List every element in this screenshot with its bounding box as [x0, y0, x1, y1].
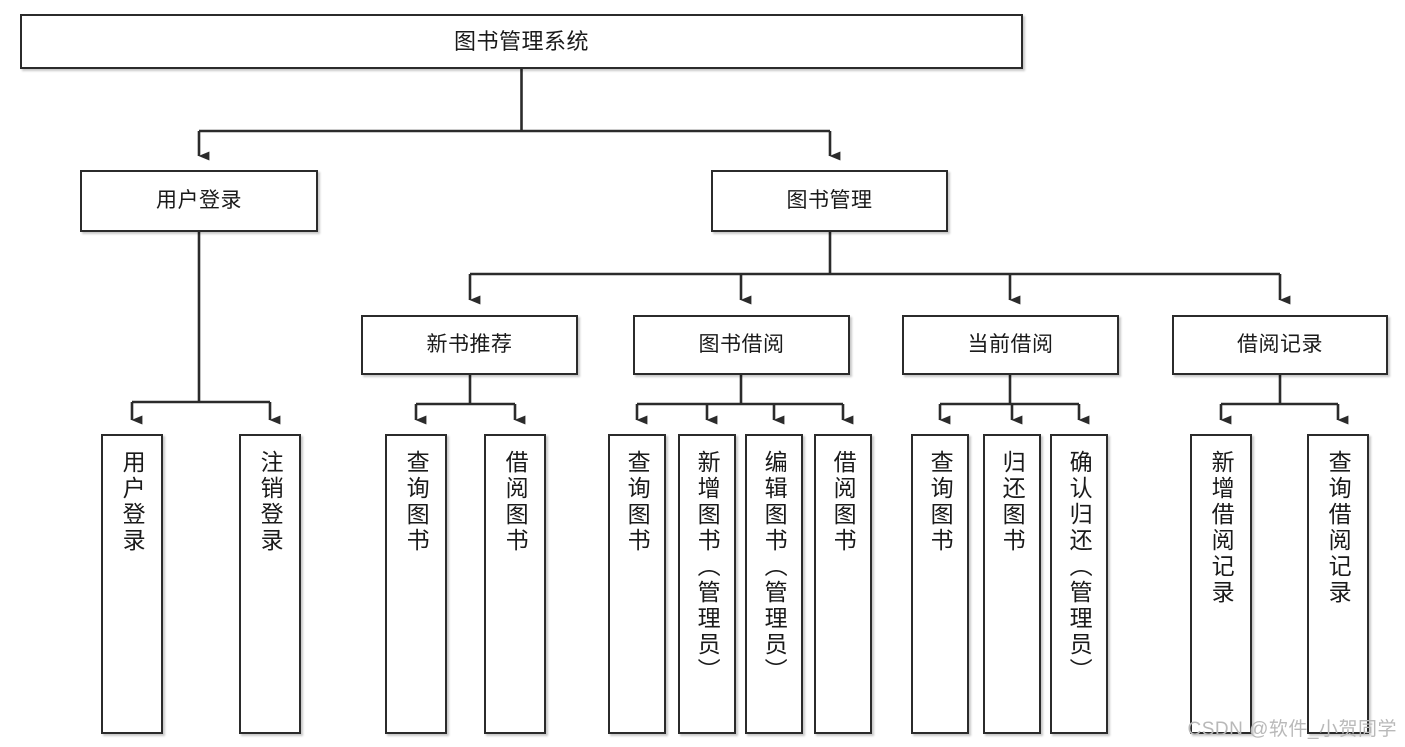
node-current-borrow-label: 当前借阅 — [967, 332, 1054, 356]
node-book-manage-label: 图书管理 — [786, 188, 873, 212]
node-leaf-query-book-2-label: 查询图书 — [624, 450, 651, 554]
node-leaf-query-book-2[interactable]: 查询图书 — [608, 434, 666, 734]
node-leaf-user-logout[interactable]: 注销登录 — [239, 434, 301, 734]
node-leaf-borrow-book-2[interactable]: 借阅图书 — [814, 434, 872, 734]
node-leaf-query-book-3-label: 查询图书 — [927, 450, 954, 554]
node-leaf-confirm-return-admin-label: 确认归还（管理员） — [1066, 450, 1093, 684]
node-borrow-record[interactable]: 借阅记录 — [1172, 315, 1388, 375]
node-root-label: 图书管理系统 — [453, 28, 589, 54]
node-leaf-user-login[interactable]: 用户登录 — [101, 434, 163, 734]
node-new-book-recommend-label: 新书推荐 — [426, 332, 513, 356]
node-root[interactable]: 图书管理系统 — [20, 14, 1023, 69]
node-book-borrow[interactable]: 图书借阅 — [633, 315, 850, 375]
node-book-manage[interactable]: 图书管理 — [711, 170, 948, 232]
node-current-borrow[interactable]: 当前借阅 — [902, 315, 1119, 375]
node-leaf-add-borrow-record-label: 新增借阅记录 — [1208, 450, 1235, 606]
node-leaf-add-borrow-record[interactable]: 新增借阅记录 — [1190, 434, 1252, 734]
node-leaf-confirm-return-admin[interactable]: 确认归还（管理员） — [1050, 434, 1108, 734]
node-leaf-query-book-1[interactable]: 查询图书 — [385, 434, 447, 734]
node-borrow-record-label: 借阅记录 — [1237, 332, 1323, 356]
watermark: CSDN @软件_小贺同学 — [1187, 719, 1397, 740]
node-leaf-query-borrow-record-label: 查询借阅记录 — [1325, 450, 1352, 606]
node-leaf-add-book-admin-label: 新增图书（管理员） — [694, 450, 721, 684]
node-book-borrow-label: 图书借阅 — [698, 332, 785, 356]
node-user-login[interactable]: 用户登录 — [80, 170, 318, 232]
node-user-login-label: 用户登录 — [156, 188, 242, 212]
node-leaf-query-book-3[interactable]: 查询图书 — [911, 434, 969, 734]
node-leaf-add-book-admin[interactable]: 新增图书（管理员） — [678, 434, 736, 734]
node-leaf-borrow-book-2-label: 借阅图书 — [830, 450, 857, 554]
node-leaf-return-book-label: 归还图书 — [999, 450, 1026, 554]
node-leaf-query-book-1-label: 查询图书 — [403, 450, 430, 554]
node-new-book-recommend[interactable]: 新书推荐 — [361, 315, 578, 375]
node-leaf-borrow-book-1-label: 借阅图书 — [502, 450, 529, 554]
node-leaf-borrow-book-1[interactable]: 借阅图书 — [484, 434, 546, 734]
node-leaf-query-borrow-record[interactable]: 查询借阅记录 — [1307, 434, 1369, 734]
node-leaf-edit-book-admin[interactable]: 编辑图书（管理员） — [745, 434, 803, 734]
node-leaf-edit-book-admin-label: 编辑图书（管理员） — [761, 450, 788, 684]
node-leaf-user-login-label: 用户登录 — [119, 450, 146, 554]
node-leaf-return-book[interactable]: 归还图书 — [983, 434, 1041, 734]
node-leaf-user-logout-label: 注销登录 — [257, 450, 284, 554]
